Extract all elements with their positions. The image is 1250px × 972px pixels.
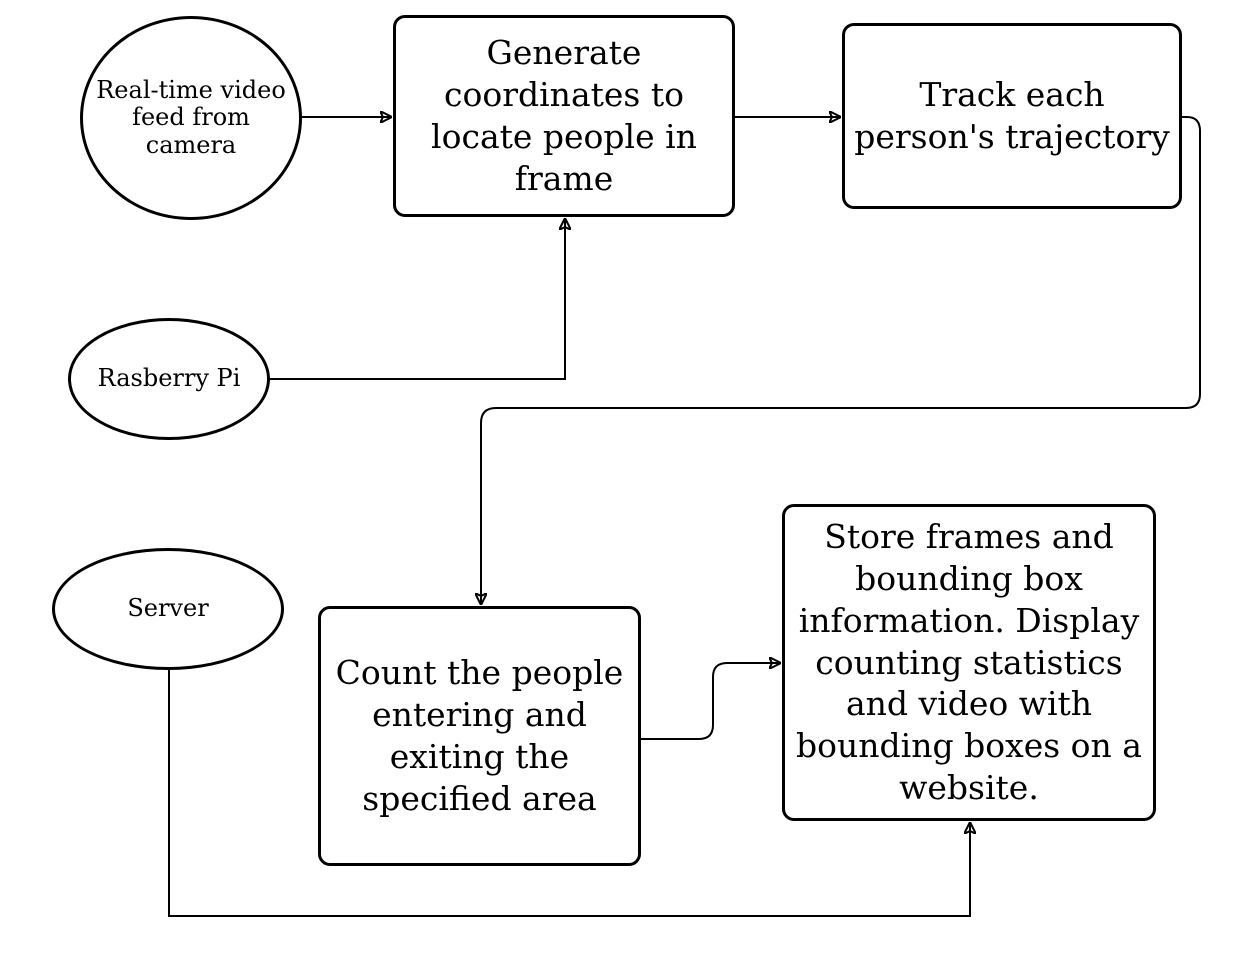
- edge-track-to-count: [481, 116, 1201, 604]
- node-store-and-display-label: Store frames and bounding box informatio…: [796, 516, 1142, 808]
- node-server: Server: [52, 548, 284, 670]
- node-track-trajectory-label: Track each person's trajectory: [854, 75, 1170, 156]
- edge-rpi-to-generate: [270, 219, 565, 380]
- node-count-people: Count the people entering and exiting th…: [318, 606, 641, 866]
- node-raspberry-pi-label: Rasberry Pi: [97, 364, 241, 393]
- node-generate-coordinates: Generate coordinates to locate people in…: [393, 15, 735, 217]
- node-track-trajectory: Track each person's trajectory: [842, 23, 1182, 209]
- node-video-feed-label: Real-time video feed from camera: [96, 75, 286, 159]
- node-generate-coordinates-label: Generate coordinates to locate people in…: [431, 33, 697, 198]
- node-store-and-display: Store frames and bounding box informatio…: [782, 504, 1156, 821]
- node-server-label: Server: [127, 594, 209, 623]
- node-count-people-label: Count the people entering and exiting th…: [335, 653, 624, 818]
- node-raspberry-pi: Rasberry Pi: [68, 318, 270, 440]
- node-video-feed: Real-time video feed from camera: [80, 16, 302, 220]
- edge-count-to-store: [641, 663, 780, 740]
- edge-server-to-store: [168, 670, 970, 917]
